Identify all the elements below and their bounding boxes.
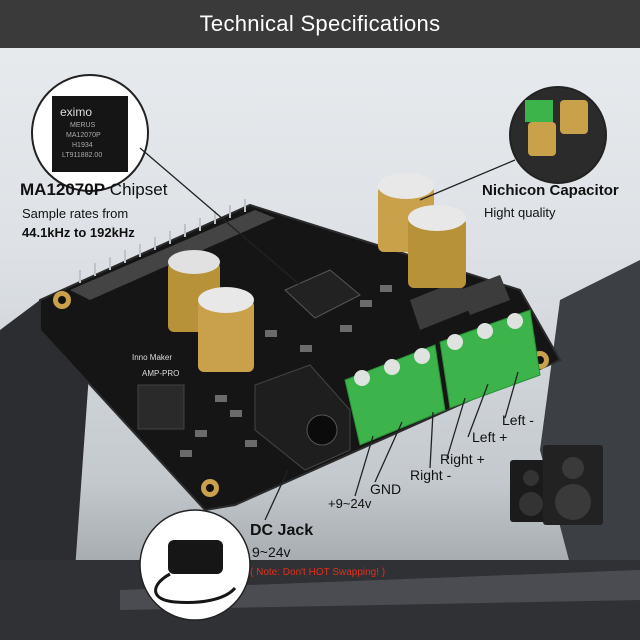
- heatsink: [460, 275, 510, 315]
- chipset-desc-2: 44.1kHz to 192kHz: [22, 225, 135, 240]
- board-model: AMP-PRO: [142, 369, 180, 378]
- inductor: [137, 384, 185, 430]
- label-right-plus: Right +: [440, 451, 485, 467]
- chip-marking-4: LT911882.00: [62, 152, 103, 159]
- label-right-minus: Right -: [410, 467, 452, 483]
- capacitor-desc: Hight quality: [484, 205, 556, 220]
- capacitor-right-2: [408, 205, 466, 288]
- page-title: Technical Specifications: [199, 11, 441, 36]
- main-chip: [284, 269, 361, 319]
- board-brand: Inno Maker: [132, 353, 173, 362]
- power-adapter-icon: [139, 509, 251, 621]
- gpio-pins: [79, 199, 246, 283]
- chipset-suffix: Chipset: [105, 180, 168, 199]
- chip-marking-2: MA12070P: [66, 132, 101, 139]
- terminal-block-left: [344, 344, 446, 446]
- chip-brand: eximo: [60, 105, 93, 119]
- smd-components: [180, 285, 392, 457]
- label-left-plus: Left +: [472, 429, 508, 445]
- capacitor-title: Nichicon Capacitor: [482, 182, 619, 199]
- heatsink: [410, 280, 470, 330]
- leader-lines: [139, 147, 519, 521]
- speaker-icon: [510, 445, 603, 525]
- chipset-desc-1: Sample rates from: [22, 206, 129, 221]
- chip-marking-3: H1934: [72, 142, 93, 149]
- dcjack-note: ( Note: Don't HOT Swapping! ): [250, 567, 386, 578]
- capacitor-left-2: [198, 287, 254, 372]
- dcjack-title: DC Jack: [250, 522, 314, 539]
- title-bar: Technical Specifications: [0, 0, 640, 48]
- dcjack-range: 9~24v: [252, 544, 291, 560]
- dc-jack: [254, 364, 351, 471]
- label-vin: +9~24v: [328, 496, 372, 511]
- gpio-header: [70, 210, 275, 300]
- chip-callout-chip: [52, 96, 128, 172]
- label-gnd: GND: [370, 481, 402, 497]
- chipset-name: MA12070P: [20, 180, 106, 199]
- chip-marking-1: MERUS: [70, 122, 96, 129]
- chipset-title: MA12070P Chipset: [20, 180, 167, 200]
- label-left-minus: Left -: [502, 412, 534, 428]
- capacitor-callout-circle: [509, 86, 607, 184]
